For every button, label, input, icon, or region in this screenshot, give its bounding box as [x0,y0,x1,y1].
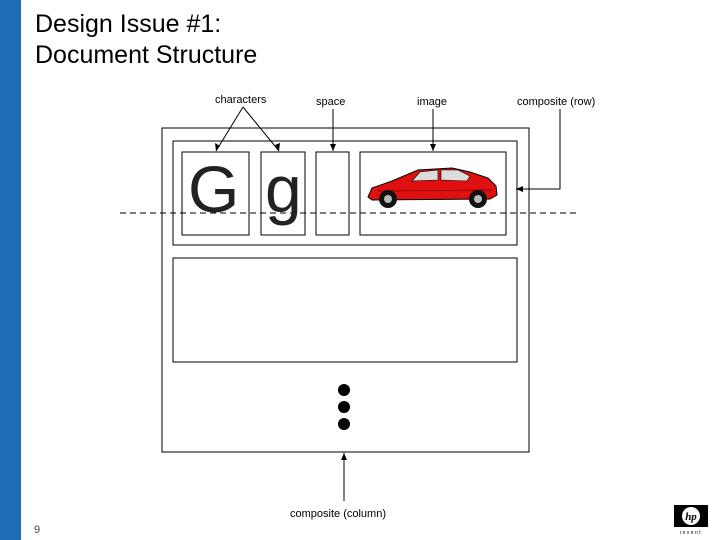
car-image [368,168,497,208]
glyph-lower-g: g [265,152,302,226]
arrow-characters-to-upper [216,107,243,151]
arrowhead-image [430,144,436,151]
label-composite-row: composite (row) [517,96,595,108]
arrowhead-composite-column [341,453,347,460]
glyph-upper-g: G [188,152,239,226]
lower-composite-box [173,258,517,362]
arrowhead-upper [215,143,220,151]
ellipsis-dot-2 [338,401,350,413]
hp-logo-tagline: invent [680,530,702,535]
page-number: 9 [34,524,40,536]
hp-logo: hp invent [674,505,708,535]
label-image: image [417,96,447,108]
arrowhead-space [330,144,336,151]
label-composite-column: composite (column) [290,508,386,520]
label-characters: characters [215,94,267,106]
ellipsis-dot-1 [338,384,350,396]
arrow-composite-row [516,109,560,189]
label-space: space [316,96,345,108]
arrow-characters-to-lower [243,107,279,151]
hp-logo-brand: hp [685,511,697,523]
ellipsis-dot-3 [338,418,350,430]
space-box [316,152,349,235]
